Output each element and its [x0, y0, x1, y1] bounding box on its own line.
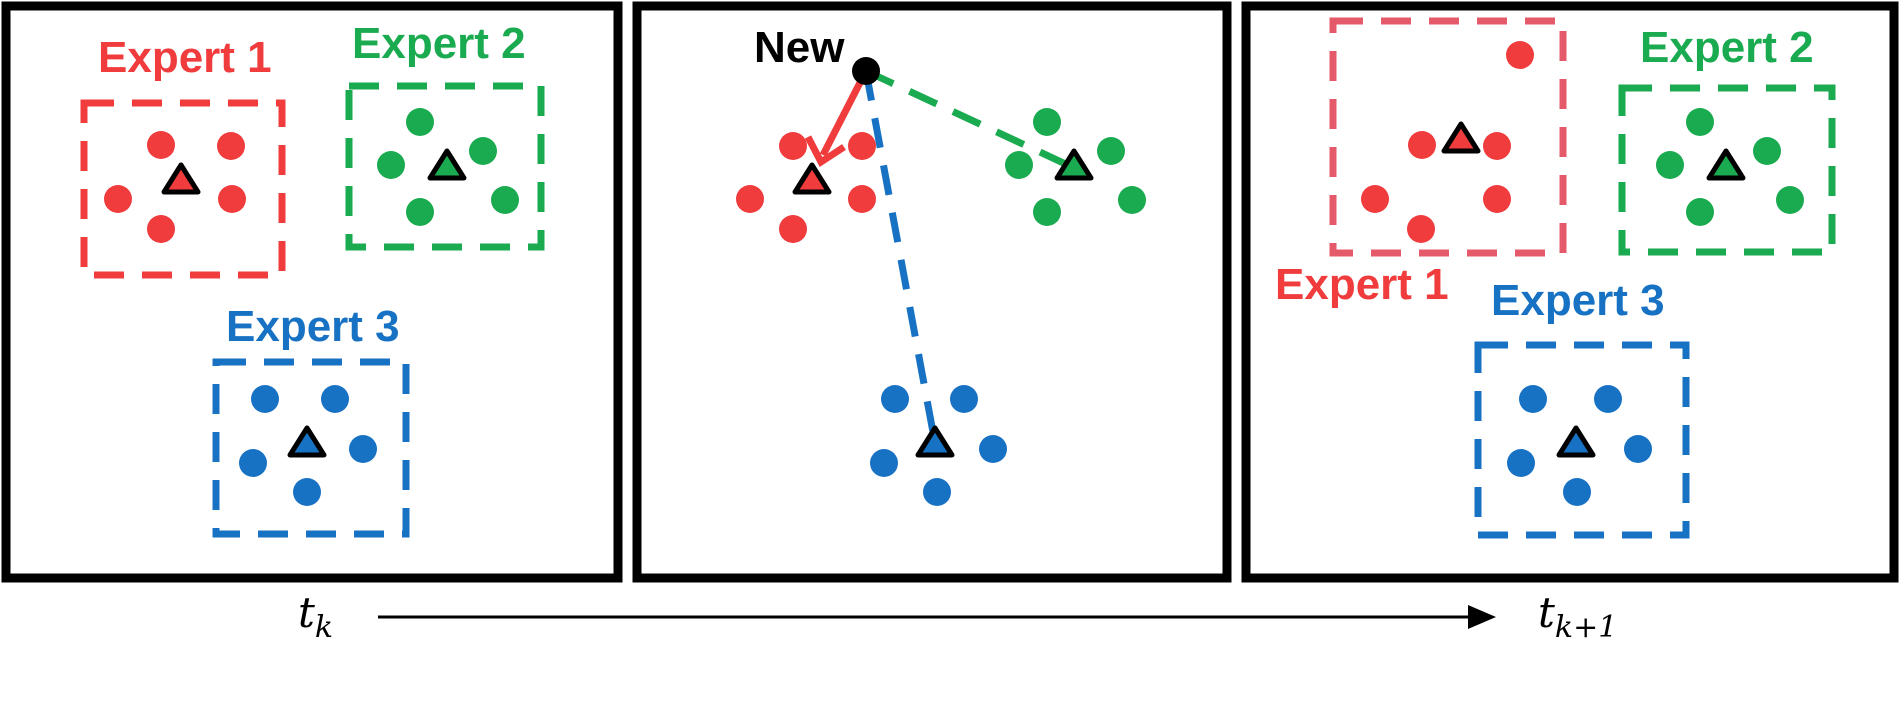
- data-point: [1563, 478, 1591, 506]
- time-start-label: tk: [298, 588, 333, 645]
- panel3-expert2-box: [1618, 84, 1836, 256]
- panel2-expert2-centroid: [1054, 148, 1094, 181]
- new-to-expert1-arrow: [819, 69, 870, 157]
- panel1-expert3-box: [212, 358, 410, 538]
- data-point: [1097, 137, 1125, 165]
- data-point: [1483, 185, 1511, 213]
- panel2-expert2-points: [1005, 108, 1146, 226]
- data-point: [1408, 131, 1436, 159]
- panel3-expert1-points: [1361, 41, 1534, 243]
- data-point: [321, 385, 349, 413]
- panel3-expert2-points: [1656, 108, 1804, 226]
- time-start-base: t: [298, 588, 315, 637]
- data-point: [1594, 385, 1622, 413]
- data-point: [1776, 186, 1804, 214]
- data-point: [1519, 385, 1547, 413]
- data-point: [979, 435, 1007, 463]
- panel3-expert1-centroid: [1441, 121, 1481, 154]
- panel2-expert3-centroid: [915, 425, 955, 458]
- data-point: [736, 185, 764, 213]
- timeline: tk tk+1: [298, 588, 1617, 645]
- time-end-label: tk+1: [1538, 588, 1617, 645]
- panel1-expert2-points: [377, 108, 519, 226]
- panel3-expert3-box: [1474, 341, 1690, 539]
- time-end-sub: k+1: [1555, 610, 1617, 645]
- data-point: [1407, 215, 1435, 243]
- panel3-expert3-points: [1507, 385, 1652, 506]
- panel1-expert3-points: [239, 385, 377, 506]
- data-point: [251, 385, 279, 413]
- data-point: [469, 137, 497, 165]
- data-point: [239, 449, 267, 477]
- panel-1-frame: [1, 1, 623, 583]
- data-point: [870, 449, 898, 477]
- data-point: [1506, 41, 1534, 69]
- data-point: [779, 132, 807, 160]
- panel1-expert2-box: [345, 82, 545, 251]
- data-point: [104, 185, 132, 213]
- data-point: [1686, 198, 1714, 226]
- data-point: [1753, 137, 1781, 165]
- panel3-expert3-centroid: [1556, 425, 1596, 458]
- data-point: [950, 385, 978, 413]
- new-point-label: New: [754, 23, 845, 72]
- data-point: [293, 478, 321, 506]
- data-point: [1483, 132, 1511, 160]
- data-point: [217, 132, 245, 160]
- panel2-expert3-points: [870, 385, 1007, 506]
- panel2-expert1-centroid: [792, 162, 832, 195]
- panel1-expert1-centroid: [161, 162, 201, 195]
- data-point: [1361, 185, 1389, 213]
- panel-2: New: [736, 23, 1146, 506]
- panel3-expert1-label: Expert 1: [1275, 260, 1449, 309]
- panel1-expert1-points: [104, 131, 246, 243]
- data-point: [1624, 435, 1652, 463]
- data-point: [779, 215, 807, 243]
- data-point: [848, 185, 876, 213]
- panel3-expert1-box: [1329, 17, 1567, 257]
- time-start-sub: k: [315, 610, 333, 645]
- data-point: [218, 185, 246, 213]
- data-point: [848, 132, 876, 160]
- panel1-expert1-label: Expert 1: [98, 33, 272, 82]
- panel1-expert2-label: Expert 2: [352, 19, 526, 68]
- panel-2-frame: [632, 1, 1232, 583]
- panel3-expert2-label: Expert 2: [1640, 23, 1814, 72]
- data-point: [491, 186, 519, 214]
- data-point: [147, 131, 175, 159]
- panel1-expert2-centroid: [427, 148, 467, 181]
- timeline-arrowhead: [1468, 605, 1496, 629]
- panel3-expert3-label: Expert 3: [1491, 276, 1665, 325]
- panel1-expert3-centroid: [287, 425, 327, 458]
- panel2-expert1-points: [736, 132, 876, 243]
- data-point: [1507, 449, 1535, 477]
- data-point: [147, 215, 175, 243]
- panel-1: Expert 1 Expert 2 Expert 3: [80, 19, 545, 538]
- panel1-expert1-box: [80, 99, 286, 279]
- data-point: [1686, 108, 1714, 136]
- data-point: [1005, 151, 1033, 179]
- data-point: [1118, 186, 1146, 214]
- new-data-point: [852, 57, 880, 85]
- panel-3-frame: [1241, 1, 1899, 583]
- panel3-expert2-centroid: [1706, 148, 1746, 181]
- new-to-expert2-link: [864, 67, 1074, 171]
- time-end-base: t: [1538, 588, 1555, 637]
- data-point: [923, 478, 951, 506]
- data-point: [377, 151, 405, 179]
- new-to-expert3-link: [862, 70, 939, 444]
- panel-3: Expert 1 Expert 2 Expert 3: [1275, 17, 1836, 539]
- data-point: [881, 385, 909, 413]
- data-point: [349, 435, 377, 463]
- data-point: [1033, 198, 1061, 226]
- data-point: [1033, 108, 1061, 136]
- arrowhead: [804, 135, 846, 168]
- data-point: [406, 108, 434, 136]
- panel1-expert3-label: Expert 3: [226, 302, 400, 351]
- data-point: [406, 198, 434, 226]
- data-point: [1656, 151, 1684, 179]
